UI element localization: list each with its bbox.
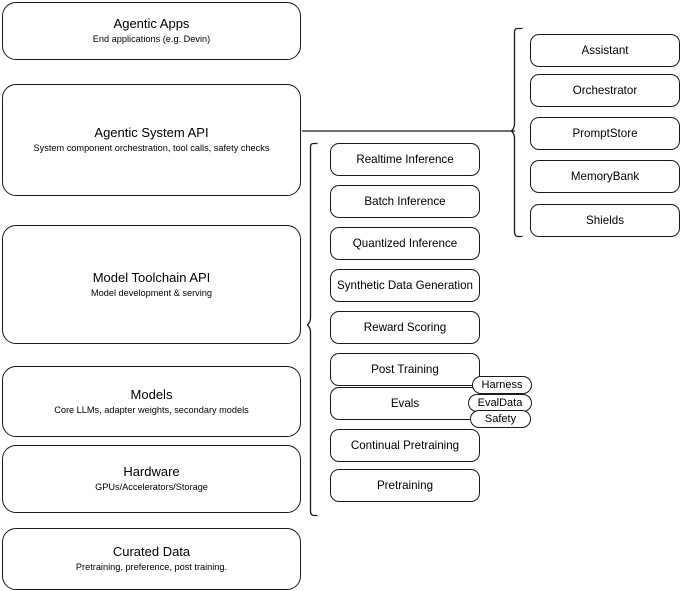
component-continual-pretraining[interactable]: Continual Pretraining [330, 429, 480, 462]
component-label: Reward Scoring [363, 320, 447, 334]
layer-curated-data[interactable]: Curated Data Pretraining, preference, po… [2, 528, 301, 590]
layer-hardware[interactable]: Hardware GPUs/Accelerators/Storage [2, 445, 301, 513]
system-component-label: Assistant [581, 43, 629, 57]
layer-subtitle: Model development & serving [90, 287, 213, 298]
component-label: Synthetic Data Generation [337, 278, 473, 292]
component-evals[interactable]: Evals [330, 387, 480, 420]
component-realtime-inference[interactable]: Realtime Inference [330, 143, 480, 176]
component-pretraining[interactable]: Pretraining [330, 469, 480, 502]
component-label: Batch Inference [364, 194, 446, 208]
evals-tag-harness[interactable]: Harness [472, 376, 532, 394]
layer-title: Model Toolchain API [92, 269, 211, 285]
component-label: Quantized Inference [352, 236, 458, 250]
system-component-memorybank[interactable]: MemoryBank [530, 160, 680, 193]
layer-title: Agentic Apps [113, 16, 190, 31]
layer-title: Curated Data [112, 544, 191, 559]
layer-subtitle: Core LLMs, adapter weights, secondary mo… [54, 404, 249, 415]
system-component-label: Shields [585, 213, 625, 227]
brace-toolchain-components [306, 142, 318, 517]
component-label: Realtime Inference [356, 152, 454, 166]
layer-agentic-apps[interactable]: Agentic Apps End applications (e.g. Devi… [2, 2, 301, 60]
system-component-label: PromptStore [572, 126, 638, 140]
system-component-orchestrator[interactable]: Orchestrator [530, 74, 680, 107]
evals-tag-label: Safety [484, 412, 517, 425]
layer-title: Agentic System API [94, 125, 209, 140]
layer-subtitle: System component orchestration, tool cal… [33, 143, 270, 153]
system-component-shields[interactable]: Shields [530, 204, 680, 237]
layer-title: Models [130, 386, 173, 402]
system-component-assistant[interactable]: Assistant [530, 34, 680, 67]
system-component-promptstore[interactable]: PromptStore [530, 117, 680, 150]
component-reward-scoring[interactable]: Reward Scoring [330, 311, 480, 344]
layer-subtitle: Pretraining, preference, post training. [75, 562, 228, 572]
layer-model-toolchain-api[interactable]: Model Toolchain API Model development & … [2, 225, 301, 344]
evals-tag-label: Harness [481, 378, 523, 391]
layer-agentic-system-api[interactable]: Agentic System API System component orch… [2, 84, 301, 196]
system-component-label: MemoryBank [570, 169, 640, 183]
component-label: Evals [390, 396, 420, 410]
component-label: Post Training [371, 362, 439, 376]
component-label: Continual Pretraining [350, 438, 460, 452]
layer-models[interactable]: Models Core LLMs, adapter weights, secon… [2, 366, 301, 437]
evals-tag-safety[interactable]: Safety [470, 410, 531, 428]
component-synthetic-data-generation[interactable]: Synthetic Data Generation [330, 269, 480, 302]
component-label: Pretraining [376, 478, 434, 492]
layer-title: Hardware [123, 464, 180, 479]
component-batch-inference[interactable]: Batch Inference [330, 185, 480, 218]
component-post-training[interactable]: Post Training [330, 353, 480, 386]
component-quantized-inference[interactable]: Quantized Inference [330, 227, 480, 260]
layer-subtitle: GPUs/Accelerators/Storage [95, 482, 208, 492]
brace-system-components [510, 27, 523, 238]
layer-subtitle: End applications (e.g. Devin) [92, 34, 211, 44]
system-component-label: Orchestrator [572, 83, 638, 97]
evals-tag-label: EvalData [477, 396, 523, 409]
